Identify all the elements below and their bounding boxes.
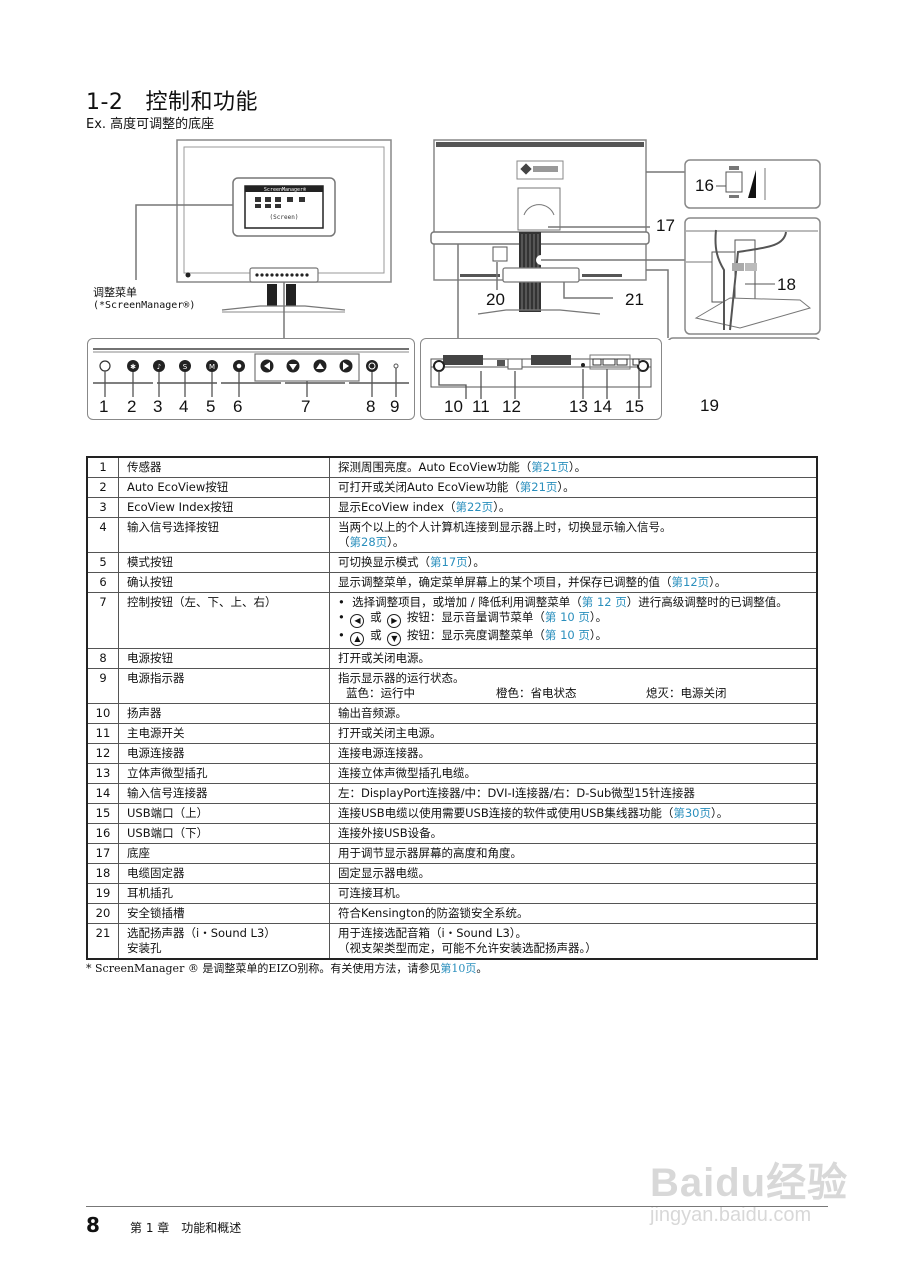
power-button-icon: [366, 360, 378, 372]
table-row: 4 输入信号选择按钮 当两个以上的个人计算机连接到显示器上时，切换显示输入信号。…: [86, 517, 818, 553]
page-link[interactable]: 第22页: [455, 500, 494, 514]
left-arrow-icon: ◀: [350, 614, 365, 628]
page-link[interactable]: 第30页: [673, 806, 711, 820]
callout-10: 10: [444, 397, 463, 416]
osd-caption: (Screen): [270, 214, 299, 221]
dsub-icon: [616, 358, 628, 366]
callout-2: 2: [127, 397, 137, 416]
callout-7: 7: [301, 397, 311, 416]
indicator-states: 蓝色：运行中橙色：省电状态熄灭：电源关闭: [346, 686, 727, 700]
power-connector-icon: [507, 358, 523, 370]
power-indicator-icon: [393, 363, 399, 369]
page-link[interactable]: 第 12 页: [581, 595, 627, 609]
table-row: 5 模式按钮 可切换显示模式（第17页）。: [86, 552, 818, 573]
parts-table: 1 传感器 探测周围亮度。Auto EcoView功能（第21页）。 2 Aut…: [86, 456, 818, 960]
front-view-diagram: (Screen): [135, 139, 392, 338]
page-link[interactable]: 第12页: [671, 575, 710, 589]
section-number: 1-2: [86, 90, 124, 115]
page-link[interactable]: 第21页: [519, 480, 558, 494]
callout-5: 5: [206, 397, 216, 416]
page-link[interactable]: 第28页: [349, 535, 388, 549]
page-link[interactable]: 第 10 页: [544, 628, 590, 642]
callout-12: 12: [502, 397, 521, 416]
table-row: 7 控制按钮（左、下、上、右） • 选择调整项目，或增加 / 降低利用调整菜单（…: [86, 592, 818, 649]
menu-label: 调整菜单 (*ScreenManager®): [93, 286, 196, 311]
dvi-icon: [602, 358, 616, 366]
section-heading: 1-2 控制和功能: [86, 84, 258, 116]
page-link[interactable]: 第 10 页: [544, 610, 590, 624]
page-link[interactable]: 第10页: [440, 962, 477, 975]
bottom-connectors-closeup: 10 11 12 13 14 15: [420, 338, 662, 420]
table-row: 1 传感器 探测周围亮度。Auto EcoView功能（第21页）。: [86, 456, 818, 478]
callout-16: 16: [695, 176, 714, 195]
auto-ecoview-icon: [127, 360, 139, 372]
table-row: 8 电源按钮 打开或关闭电源。: [86, 648, 818, 669]
usb-up-icon: [632, 358, 640, 366]
main-power-switch-icon: [497, 360, 505, 366]
table-row: 9 电源指示器 指示显示器的运行状态。 蓝色：运行中橙色：省电状态熄灭：电源关闭: [86, 668, 818, 704]
baidu-watermark: Baidu经验 jingyan.baidu.com: [650, 1161, 849, 1226]
mode-icon: [206, 360, 218, 372]
up-arrow-icon: ▲: [350, 632, 365, 646]
right-arrow-icon: ▶: [387, 614, 402, 628]
svg-text:♪: ♪: [157, 363, 161, 371]
table-row: 15 USB端口（上） 连接USB电缆以使用需要USB连接的软件或使用USB集线…: [86, 803, 818, 824]
input-select-icon: [179, 360, 191, 372]
table-row: 21 选配扬声器（i・Sound L3）安装孔 用于连接选配音箱（i・Sound…: [86, 923, 818, 960]
callout-3: 3: [153, 397, 163, 416]
callout-20: 20: [486, 290, 505, 309]
callout-1: 1: [99, 397, 109, 416]
callout-8: 8: [366, 397, 376, 416]
rear-view-diagram: [430, 139, 821, 340]
callout-21: 21: [625, 290, 644, 309]
table-row: 6 确认按钮 显示调整菜单，确定菜单屏幕上的某个项目，并保存已调整的值（第12页…: [86, 572, 818, 593]
speaker-right-icon: [637, 360, 649, 372]
callout-19: 19: [700, 396, 719, 415]
ecoview-index-icon: [153, 360, 165, 372]
table-row: 2 Auto EcoView按钮 可打开或关闭Auto EcoView功能（第2…: [86, 477, 818, 498]
svg-text:S: S: [183, 363, 188, 371]
section-subtitle: Ex. 高度可调整的底座: [86, 117, 215, 132]
page-number: 8: [86, 1213, 100, 1237]
callout-17: 17: [656, 216, 675, 235]
chapter-title: 第 1 章 功能和概述: [130, 1221, 242, 1235]
displayport-icon: [592, 358, 602, 366]
sensor-icon: [99, 360, 111, 372]
svg-text:M: M: [209, 363, 215, 371]
footer-divider: [86, 1206, 828, 1207]
footnote: * ScreenManager ® 是调整菜单的EIZO别称。有关使用方法，请参…: [86, 962, 488, 975]
page-link[interactable]: 第17页: [430, 555, 468, 569]
callout-4: 4: [179, 397, 189, 416]
callout-11: 11: [472, 397, 490, 416]
callout-18: 18: [777, 275, 796, 294]
osd-title: ScreenManager®: [263, 187, 307, 193]
down-arrow-icon: ▼: [387, 632, 402, 646]
callout-15: 15: [625, 397, 644, 416]
table-row: 3 EcoView Index按钮 显示EcoView index（第22页）。: [86, 497, 818, 518]
svg-text:✱: ✱: [130, 363, 136, 371]
callout-13: 13: [569, 397, 588, 416]
control-panel-closeup: ✱ ♪ S M 1 2 3 4 5 6: [87, 338, 415, 420]
stereo-jack-icon: [581, 363, 585, 367]
speaker-left-icon: [433, 360, 445, 372]
section-title: 控制和功能: [145, 90, 258, 115]
callout-6: 6: [233, 397, 243, 416]
page-link[interactable]: 第21页: [531, 460, 569, 474]
callout-14: 14: [593, 397, 612, 416]
callout-9: 9: [390, 397, 400, 416]
